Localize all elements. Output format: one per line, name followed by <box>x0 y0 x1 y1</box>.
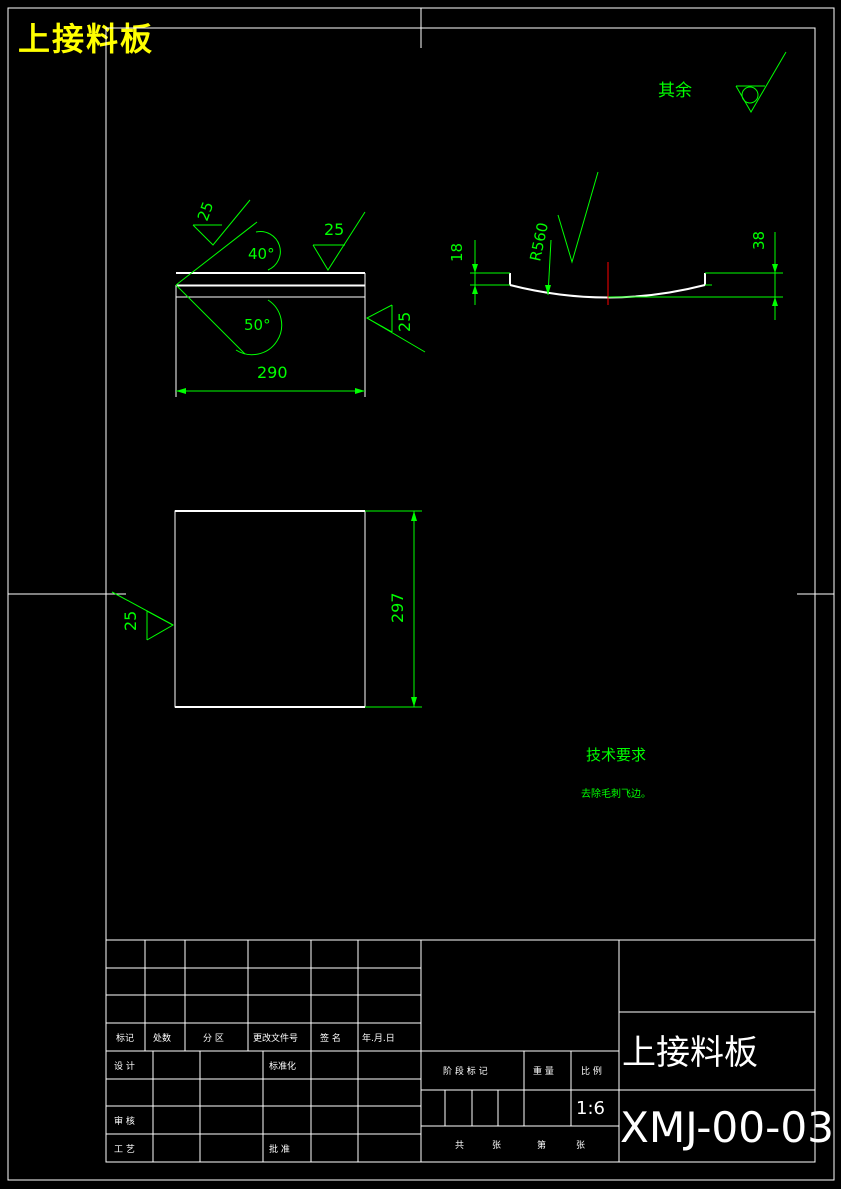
front-view: 40° 50° 25 25 25 290 <box>175 199 426 397</box>
roughness-default-label: 其余 <box>658 81 692 101</box>
hdr-mark: 标记 <box>116 1032 134 1044</box>
angle-bottom-label: 50° <box>244 316 271 334</box>
tech-requirements-text: 去除毛刺飞边。 <box>581 787 651 800</box>
roughness-front-right: 25 <box>395 312 414 332</box>
top-view: 297 25 <box>111 510 422 708</box>
default-roughness-symbol: 其余 <box>658 51 787 113</box>
tech-requirements-title: 技术要求 <box>586 746 646 764</box>
lbl-design: 设 计 <box>114 1060 135 1072</box>
hdr-date: 年.月.日 <box>362 1032 395 1044</box>
lbl-stage-mark: 阶 段 标 记 <box>443 1065 488 1077</box>
dim-297: 297 <box>388 592 407 623</box>
hdr-count: 处数 <box>153 1032 171 1044</box>
angle-top-label: 40° <box>248 245 275 263</box>
hdr-signature: 签 名 <box>320 1032 341 1044</box>
sheet-title: 上接料板 <box>18 20 155 58</box>
lbl-scale: 比 例 <box>581 1065 602 1077</box>
scale-value: 1:6 <box>576 1098 605 1119</box>
dim-width-290: 290 <box>257 363 288 382</box>
inner-frame <box>105 27 816 1163</box>
roughness-front-upper: 25 <box>194 199 217 223</box>
lbl-number: 第 <box>537 1139 546 1151</box>
lbl-sheets-2: 张 <box>576 1140 585 1151</box>
drawing-number: XMJ-00-03 <box>620 1103 834 1152</box>
dim-18: 18 <box>448 243 466 262</box>
roughness-front-top: 25 <box>324 220 344 239</box>
side-view: 18 R560 38 <box>448 171 783 320</box>
hdr-zone: 分 区 <box>203 1033 224 1044</box>
hdr-change-doc: 更改文件号 <box>253 1032 298 1044</box>
lbl-total: 共 <box>455 1140 464 1151</box>
lbl-review: 审 核 <box>114 1115 135 1127</box>
lbl-sheets-1: 张 <box>492 1140 501 1151</box>
dim-38: 38 <box>750 231 768 250</box>
title-block: 标记 处数 分 区 更改文件号 签 名 年.月.日 设 计 标准化 审 核 工 … <box>105 939 834 1163</box>
dim-radius-r560: R560 <box>526 221 552 263</box>
lbl-process: 工 艺 <box>114 1144 135 1155</box>
lbl-weight: 重 量 <box>533 1065 554 1077</box>
lbl-standardization: 标准化 <box>269 1060 296 1072</box>
part-name: 上接料板 <box>622 1033 758 1073</box>
roughness-top-view: 25 <box>121 611 140 631</box>
lbl-approve: 批 准 <box>269 1143 290 1155</box>
